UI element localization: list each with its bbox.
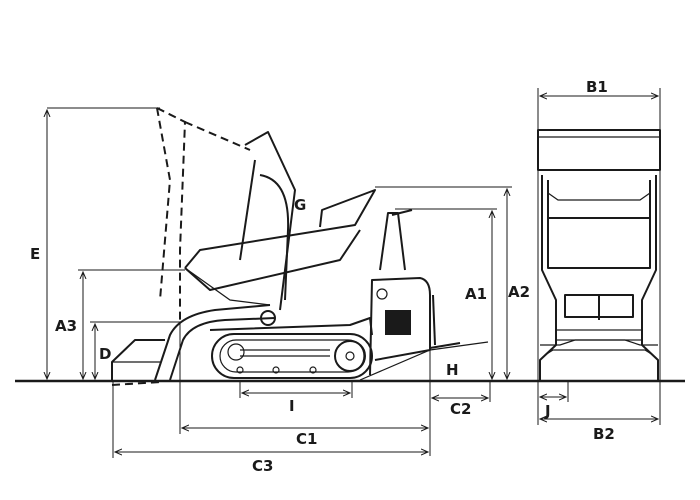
label-a3: A3 [55,317,77,335]
label-e: E [30,245,40,263]
label-g: G [294,196,306,214]
label-a1: A1 [465,285,487,303]
label-d: D [99,345,111,363]
label-h: H [446,361,459,379]
label-b2: B2 [593,425,615,443]
label-b1: B1 [586,78,608,96]
label-i: I [289,397,295,415]
label-j: J [544,402,551,420]
side-view-machine [111,107,489,386]
dimension-lines [47,88,661,458]
label-c3: C3 [252,457,273,475]
label-a2: A2 [508,283,530,301]
front-view-machine [537,129,661,380]
label-c1: C1 [296,430,317,448]
label-c2: C2 [450,400,471,418]
